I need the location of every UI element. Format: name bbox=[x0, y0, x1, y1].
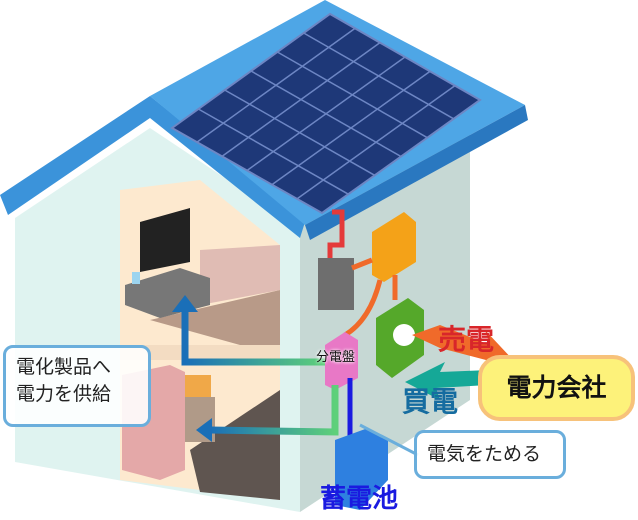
solar-panel bbox=[170, 12, 482, 215]
upper-room-wall bbox=[200, 245, 280, 305]
panel-grid-line bbox=[271, 70, 431, 186]
panel-grid-line bbox=[296, 85, 456, 200]
supply-arrow-lower bbox=[209, 385, 339, 436]
callout-line-1: 電化製品へ bbox=[16, 356, 112, 378]
upper-room-floor bbox=[150, 290, 280, 345]
storage-battery-label: 蓄電池 bbox=[320, 484, 399, 514]
panel-grid-line bbox=[221, 42, 381, 157]
power-conditioner bbox=[318, 258, 354, 310]
wire-inverter bbox=[343, 257, 398, 338]
roof-gable bbox=[0, 96, 305, 238]
distribution-board-icon bbox=[325, 332, 358, 390]
store-electricity-callout: 電気をためる bbox=[414, 430, 566, 479]
panel-grid-line bbox=[246, 56, 406, 172]
buy-power-label: 買電 bbox=[402, 385, 459, 418]
buy-arrow bbox=[405, 362, 490, 400]
meter-dial bbox=[393, 324, 415, 346]
floor-slab bbox=[120, 345, 280, 360]
wire-panel bbox=[327, 209, 345, 262]
inverter-icon bbox=[372, 212, 416, 282]
microwave-icon bbox=[185, 375, 211, 397]
phone-icon bbox=[132, 272, 140, 284]
supply-arrow-upper bbox=[181, 310, 325, 366]
power-company-box: 電力会社 bbox=[478, 355, 635, 421]
supply-arrow-upper-head bbox=[172, 295, 198, 312]
supply-arrow-lower-head bbox=[196, 418, 212, 442]
tv-icon bbox=[140, 208, 190, 272]
lower-room-floor bbox=[190, 390, 280, 500]
roof-edge bbox=[305, 105, 528, 240]
callout-line-2: 電力を供給 bbox=[16, 383, 112, 405]
battery-icon bbox=[335, 428, 388, 510]
appliance-supply-callout: 電化製品へ 電力を供給 bbox=[3, 345, 151, 427]
callout-pointer bbox=[359, 423, 419, 457]
panel-grid-line bbox=[196, 27, 356, 143]
distribution-board-label: 分電盤 bbox=[316, 350, 356, 365]
sell-power-label: 売電 bbox=[438, 323, 495, 356]
